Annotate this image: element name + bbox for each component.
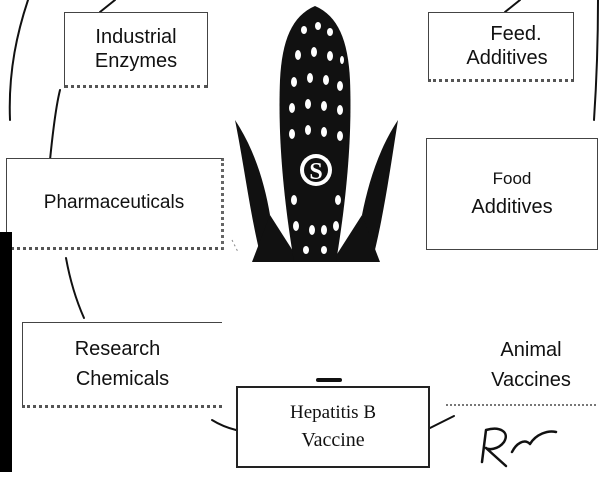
scan-edge-bar [0,232,12,472]
